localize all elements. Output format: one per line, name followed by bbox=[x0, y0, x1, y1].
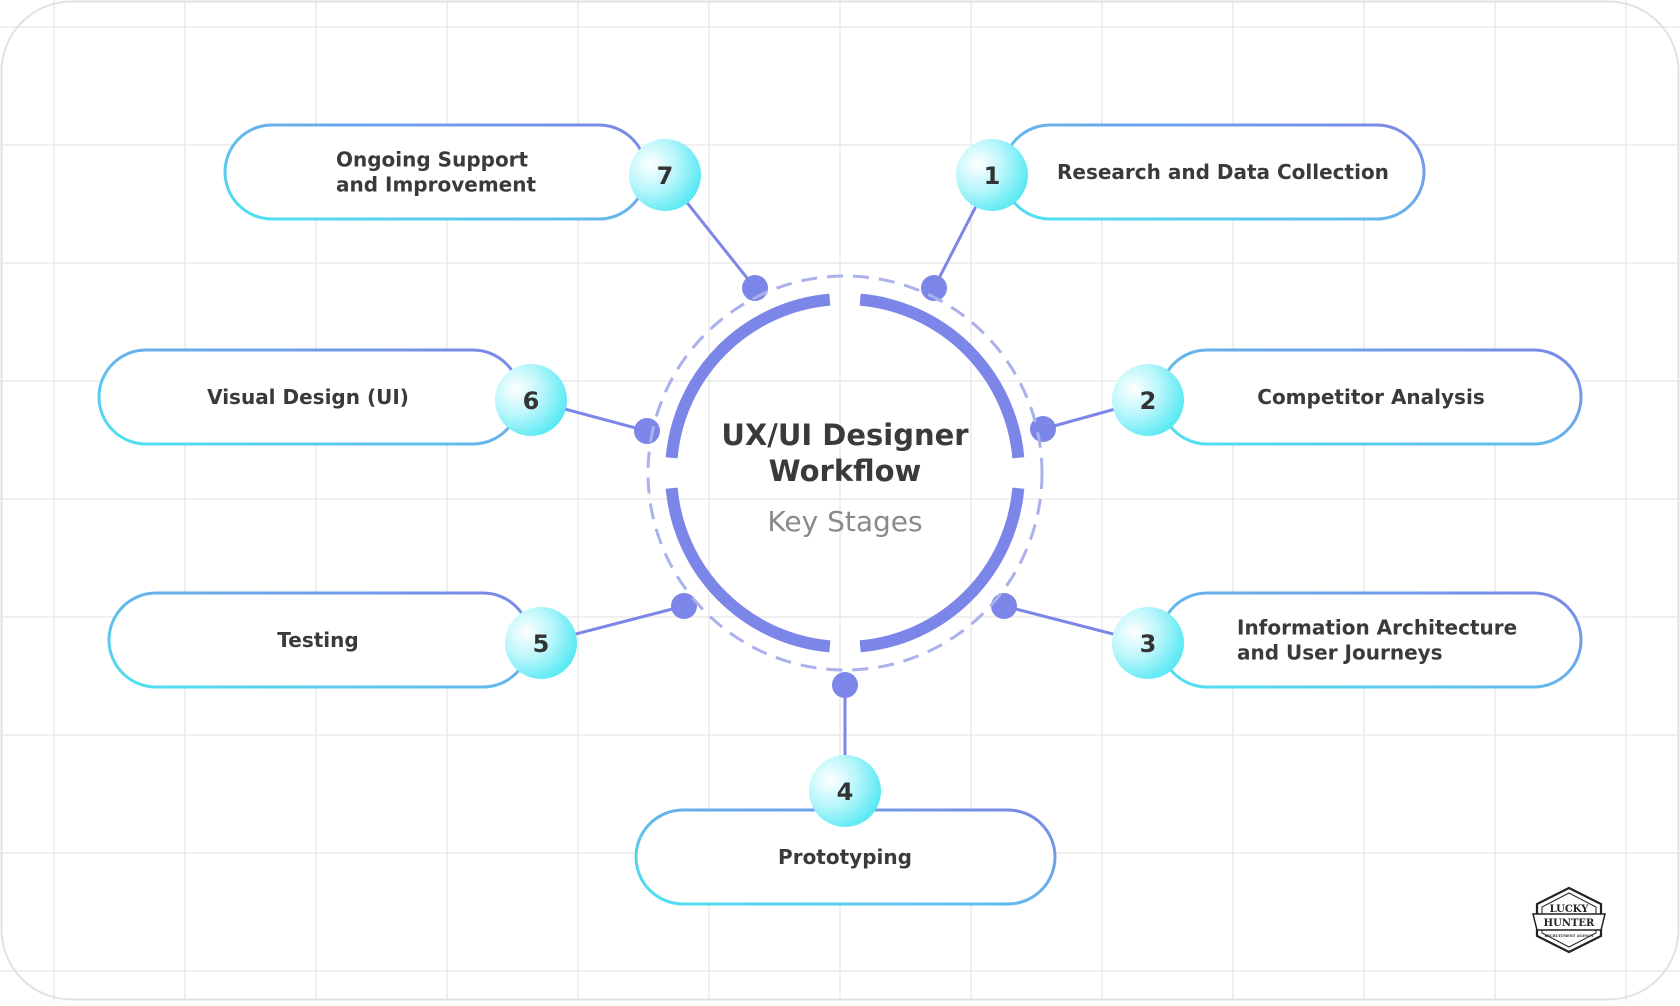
stage-2: Competitor Analysis 2 bbox=[1112, 348, 1583, 446]
stage-number-badge bbox=[495, 364, 567, 436]
stage-label-line: Testing bbox=[277, 628, 358, 652]
hub-subtitle: Key Stages bbox=[767, 505, 922, 538]
stage-number: 7 bbox=[657, 162, 674, 190]
hub-ring-segment bbox=[665, 487, 831, 653]
stage-1: Research and Data Collection 1 bbox=[956, 123, 1426, 221]
hub-ring-segment bbox=[859, 293, 1025, 459]
stage-number: 3 bbox=[1140, 630, 1157, 658]
stage-number: 5 bbox=[533, 630, 550, 658]
stage-label-line: Competitor Analysis bbox=[1257, 385, 1484, 409]
logo-badge-inner bbox=[1541, 892, 1597, 948]
stage-number: 6 bbox=[523, 387, 540, 415]
stage-label-line: Prototyping bbox=[778, 845, 912, 869]
hub-title-line-2: Workflow bbox=[769, 454, 922, 488]
stage-number-badge bbox=[505, 607, 577, 679]
connector-dot bbox=[671, 593, 697, 619]
connector-dot bbox=[921, 275, 947, 301]
connector-dot bbox=[991, 593, 1017, 619]
stage-label-line: Research and Data Collection bbox=[1057, 160, 1389, 184]
stage-number: 4 bbox=[837, 778, 854, 806]
logo-tagline: RECRUITMENT AGENCY bbox=[1545, 934, 1594, 938]
stage-4: Prototyping 4 bbox=[634, 755, 1057, 906]
stage-label-line: Information Architecture bbox=[1237, 616, 1517, 640]
logo-line-2: HUNTER bbox=[1544, 918, 1595, 929]
stage-number-badge bbox=[629, 139, 701, 211]
stage-number-badge bbox=[1112, 364, 1184, 436]
hub-title-line-1: UX/UI Designer bbox=[721, 418, 969, 452]
connector-dot bbox=[634, 418, 660, 444]
logo-ribbon bbox=[1532, 913, 1606, 931]
stage-number-badge bbox=[956, 139, 1028, 211]
stage-number: 1 bbox=[984, 162, 1001, 190]
connector-dot bbox=[1030, 416, 1056, 442]
stage-number-badge bbox=[1112, 607, 1184, 679]
hub-ring-segment bbox=[859, 487, 1025, 653]
hub-ring-segments bbox=[665, 293, 1025, 653]
stage-label-line: Ongoing Support bbox=[336, 148, 529, 172]
stage-number: 2 bbox=[1140, 387, 1157, 415]
stage-label-line: and Improvement bbox=[336, 173, 536, 197]
lucky-hunter-logo: LUCKY HUNTER RECRUITMENT AGENCY bbox=[1532, 886, 1606, 954]
stage-number-badge bbox=[809, 755, 881, 827]
stage-label-line: Visual Design (UI) bbox=[207, 385, 409, 409]
hub-dashed-ring bbox=[646, 274, 1044, 672]
logo-line-1: LUCKY bbox=[1550, 904, 1590, 915]
central-hub: UX/UI Designer Workflow Key Stages bbox=[646, 274, 1044, 672]
stage-label-line: and User Journeys bbox=[1237, 641, 1443, 665]
hub-ring-segment bbox=[665, 293, 831, 459]
connector-dot bbox=[832, 672, 858, 698]
stages: Research and Data Collection 1Competitor … bbox=[97, 123, 1583, 906]
stage-6: Visual Design (UI) 6 bbox=[97, 348, 567, 446]
stage-5: Testing 5 bbox=[107, 591, 577, 689]
